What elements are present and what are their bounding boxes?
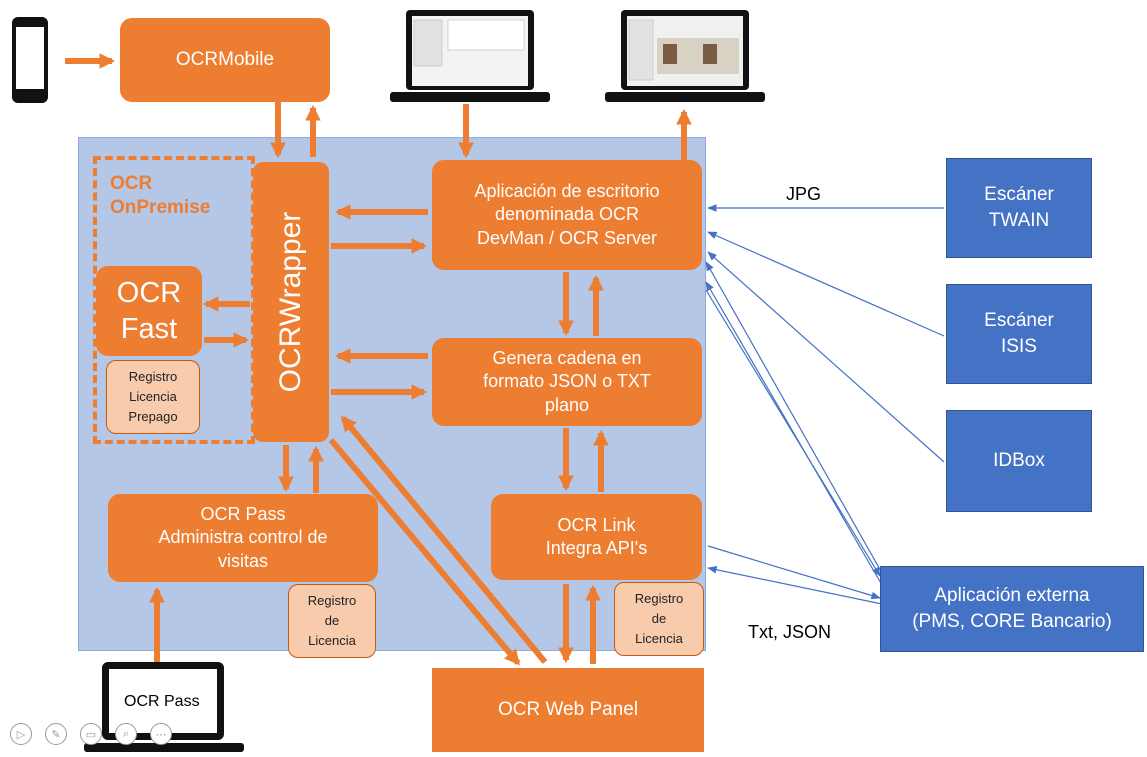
line-idbox-to-app xyxy=(707,251,945,463)
aplicacion-box: Aplicación de escritorio denominada OCR … xyxy=(432,160,702,270)
ocrpass-box: OCR Pass Administra control de visitas xyxy=(108,494,378,582)
arrow-wrapper-to-webpanel xyxy=(328,438,521,666)
laptop-icon xyxy=(605,8,765,104)
line-link-to-ext xyxy=(707,545,881,600)
line-isis-to-app xyxy=(707,231,945,337)
pen-icon[interactable]: ✎ xyxy=(45,723,67,745)
twain-label: Escáner TWAIN xyxy=(984,184,1054,231)
txt-json-label: Txt, JSON xyxy=(748,622,832,642)
registro-prepago-label: Registro Licencia Prepago xyxy=(128,368,178,425)
genera-label: Genera cadena en formato JSON o TXT plan… xyxy=(483,347,651,415)
laptop-icon xyxy=(84,662,244,752)
isis-label: Escáner ISIS xyxy=(984,310,1054,357)
more-icon[interactable]: ⋯ xyxy=(150,723,172,745)
ocrmobile-label: OCRMobile xyxy=(175,48,275,70)
app-externa-box: Aplicación externa (PMS, CORE Bancario) xyxy=(880,566,1144,652)
webpanel-box: OCR Web Panel xyxy=(432,668,704,752)
screen-icon[interactable]: ▭ xyxy=(80,723,102,745)
ocrmobile-box: OCRMobile xyxy=(120,18,330,102)
zoom-icon[interactable]: ⌕ xyxy=(115,723,137,745)
ocrfast-label: OCR Fast xyxy=(116,276,182,345)
line-ext-to-link xyxy=(707,565,883,605)
line-app-to-ext xyxy=(705,289,881,577)
onpremise-label: OCR OnPremise xyxy=(110,173,211,218)
ocrwrapper-box: OCRWrapper xyxy=(253,162,329,442)
app-externa-label: Aplicación externa (PMS, CORE Bancario) xyxy=(912,585,1112,632)
ocrlink-box: OCR Link Integra API's xyxy=(491,494,702,580)
registro-pass-box: Registro de Licencia xyxy=(288,584,376,658)
webpanel-label: OCR Web Panel xyxy=(497,698,639,720)
registro-prepago-box: Registro Licencia Prepago xyxy=(106,360,200,434)
twain-box: Escáner TWAIN xyxy=(946,158,1092,258)
registro-link-box: Registro de Licencia xyxy=(614,582,704,656)
jpg-label: JPG xyxy=(786,184,822,204)
idbox-label: IDBox xyxy=(993,450,1045,472)
line-ext-to-app-1 xyxy=(705,261,883,574)
aplicacion-label: Aplicación de escritorio denominada OCR … xyxy=(474,180,660,248)
laptop-ocrpass-label: OCR Pass xyxy=(124,693,200,710)
registro-link-label: Registro de Licencia xyxy=(634,590,684,647)
idbox-box: IDBox xyxy=(946,410,1092,512)
play-icon[interactable]: ▷ xyxy=(10,723,32,745)
isis-box: Escáner ISIS xyxy=(946,284,1092,384)
genera-box: Genera cadena en formato JSON o TXT plan… xyxy=(432,338,702,426)
ocrlink-label: OCR Link Integra API's xyxy=(545,514,648,558)
ocrpass-label: OCR Pass Administra control de visitas xyxy=(158,503,328,571)
registro-pass-label: Registro de Licencia xyxy=(307,592,357,649)
laptop-icon xyxy=(390,8,550,104)
ocrwrapper-label: OCRWrapper xyxy=(274,211,307,393)
phone-icon xyxy=(10,15,50,105)
arrow-webpanel-to-wrapper xyxy=(340,415,548,664)
ocrfast-box: OCR Fast xyxy=(96,266,202,356)
